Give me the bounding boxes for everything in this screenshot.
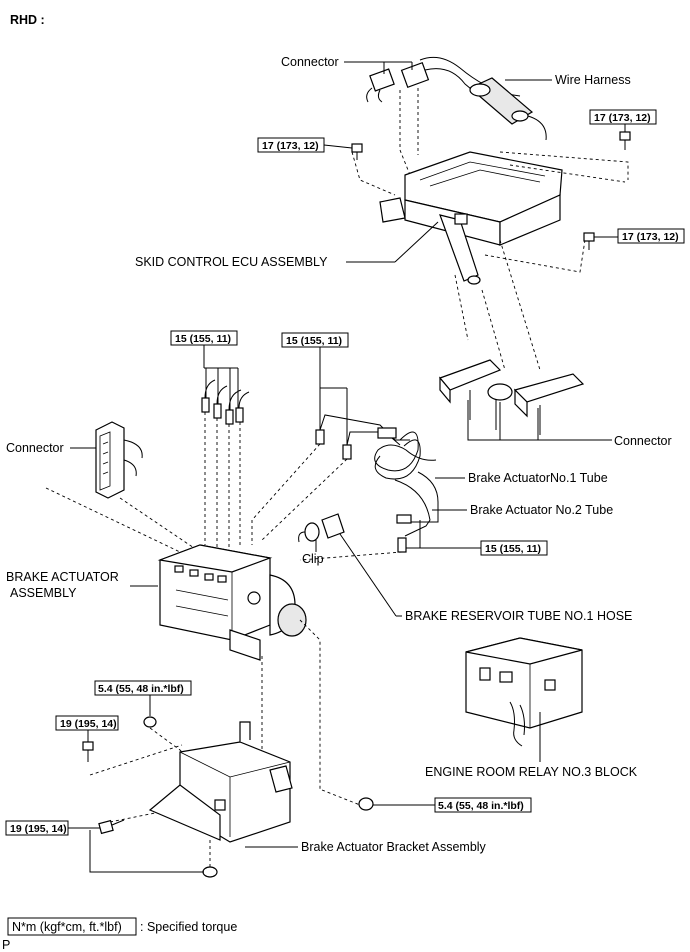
bolt-bracket-left-top [82,741,94,762]
clip-part [298,522,320,543]
relay-block-part [465,637,583,747]
torque-nuts-left: 15 (155, 11) [175,333,231,345]
label-bracket: Brake Actuator Bracket Assembly [301,840,487,854]
wire-harness-part [468,77,547,141]
bolt-ecu-right-mid [583,232,595,250]
legend-unit-text: N*m (kgf*cm, ft.*lbf) [12,920,122,934]
torque-box-bracket-left-top [55,715,119,731]
reservoir-hose-part [321,513,345,539]
bolt-bracket-left-bottom [98,819,125,835]
skid-control-ecu-part [379,151,563,285]
footer-mark: P [2,938,10,952]
label-skid-control-ecu: SKID CONTROL ECU ASSEMBLY [135,255,328,269]
torque-ecu-right-mid: 17 (173, 12) [622,231,679,243]
label-connector-top: Connector [281,55,339,69]
tube-nuts-left-group [201,379,250,425]
label-brake-actuator-line1: BRAKE ACTUATOR [6,570,119,584]
label-brake-actuator-line2: ASSEMBLY [10,586,77,600]
torque-bracket-left-top: 19 (195, 14) [60,718,117,730]
brake-actuator-part [157,544,307,661]
torque-nuts-right: 15 (155, 11) [485,543,541,555]
label-connector-right: Connector [614,434,672,448]
torque-box-nuts-mid [281,332,349,348]
bolt-ecu-left [351,143,363,160]
brake-tubes-part [315,414,439,553]
ecu-connectors-part [438,359,585,435]
torque-ecu-left: 17 (173, 12) [262,140,319,152]
bolt-ecu-right-top [619,131,631,150]
label-brake-tube-2: Brake Actuator No.2 Tube [470,503,613,517]
torque-box-ecu-right-mid [617,228,685,244]
nut-bracket-bottom [202,866,218,878]
label-brake-tube-1: Brake ActuatorNo.1 Tube [468,471,608,485]
bracket-part [148,721,293,843]
label-connector-left: Connector [6,441,64,455]
label-reservoir-hose: BRAKE RESERVOIR TUBE NO.1 HOSE [405,609,632,623]
label-wire-harness: Wire Harness [555,73,631,87]
nut-bracket-right [358,797,374,811]
torque-ecu-right-top: 17 (173, 12) [594,112,651,124]
actuator-connector-part [95,421,143,499]
torque-box-ecu-right-top [589,109,657,125]
label-relay-block: ENGINE ROOM RELAY NO.3 BLOCK [425,765,638,779]
torque-bracket-right: 5.4 (55, 48 in.*lbf) [438,800,524,812]
legend-unit-box [7,917,137,936]
view-label: RHD : [10,13,45,27]
torque-nuts-mid: 15 (155, 11) [286,335,342,347]
nut-bracket-top [143,716,157,728]
label-clip: Clip [302,552,324,566]
torque-bracket-top: 5.4 (55, 48 in.*lbf) [98,683,184,695]
torque-bracket-left-bottom: 19 (195, 14) [10,823,67,835]
legend-description: : Specified torque [140,920,237,934]
torque-box-bracket-top [94,680,192,696]
